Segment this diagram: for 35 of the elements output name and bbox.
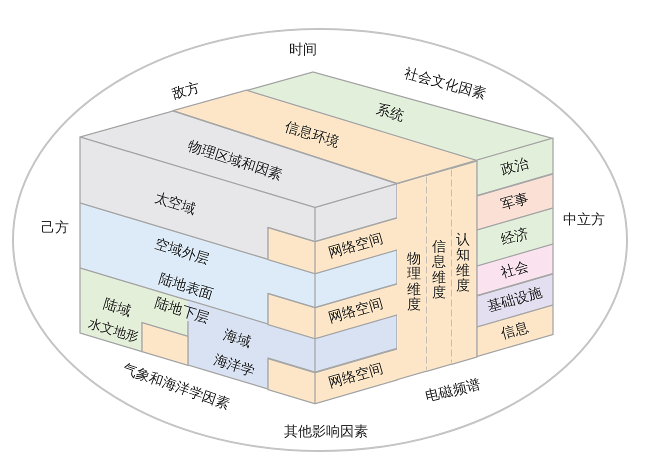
domain-label: 网络空间 (326, 360, 386, 392)
system-label: 信息 (499, 319, 531, 342)
system-label: 经济 (499, 226, 531, 249)
factor-label: 电磁频谱 (424, 376, 482, 406)
system-label: 政治 (499, 156, 531, 179)
outer-ellipse (12, 28, 628, 452)
domain-label: 太空域 (152, 190, 198, 218)
domain-label: 海域 (221, 327, 253, 351)
dimension-column (452, 160, 477, 364)
domain-label: 陆域 (101, 296, 133, 320)
face-label: 物理区域和因素 (186, 138, 284, 184)
system-label: 军事 (499, 190, 531, 214)
domain-label: 水文地形 (86, 317, 140, 347)
face-label: 系统 (374, 101, 406, 125)
dimension-label: 物理维度 (407, 252, 421, 314)
dimension-label: 认知维度 (456, 233, 470, 295)
factor-label: 时间 (289, 42, 317, 58)
domain-label: 网络空间 (326, 296, 386, 327)
domain-label: 网络空间 (326, 230, 386, 262)
factor-label: 己方 (41, 220, 69, 236)
cyberspace-band (268, 284, 397, 338)
dimension-column (397, 175, 427, 380)
cyberspace-band (268, 348, 397, 404)
system-label: 社会 (499, 258, 531, 282)
dimension-label: 信息维度 (432, 240, 446, 302)
domain-label: 海洋学 (212, 352, 256, 380)
system-label: 基础设施 (486, 285, 544, 316)
factor-label: 中立方 (563, 212, 605, 228)
domain-label: 空域外层 (152, 236, 212, 268)
factor-label: 其他影响因素 (284, 424, 368, 440)
face-label: 信息环境 (282, 119, 342, 151)
cyberspace-band (268, 218, 397, 274)
factor-label: 社会文化因素 (402, 65, 488, 103)
dimension-column (427, 168, 452, 372)
factor-label: 敌方 (170, 80, 202, 102)
